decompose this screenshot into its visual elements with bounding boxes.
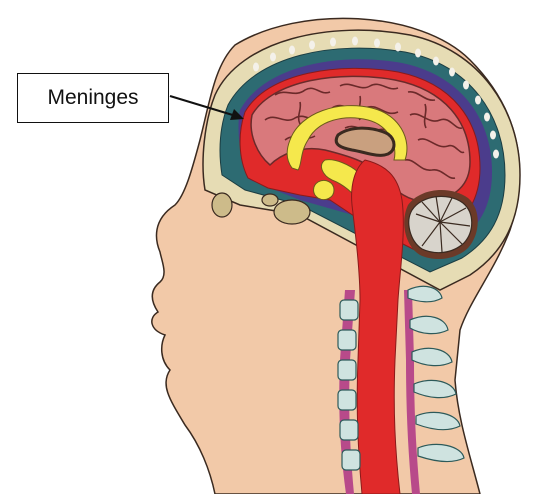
nasal-cavity <box>262 194 278 206</box>
cerebellum <box>404 190 478 259</box>
brainstem-spinal-cord <box>352 160 404 494</box>
meninges-label: Meninges <box>17 73 169 123</box>
frontal-sinus <box>212 193 232 217</box>
sphenoid-sinus <box>274 200 310 224</box>
pituitary <box>314 180 335 199</box>
